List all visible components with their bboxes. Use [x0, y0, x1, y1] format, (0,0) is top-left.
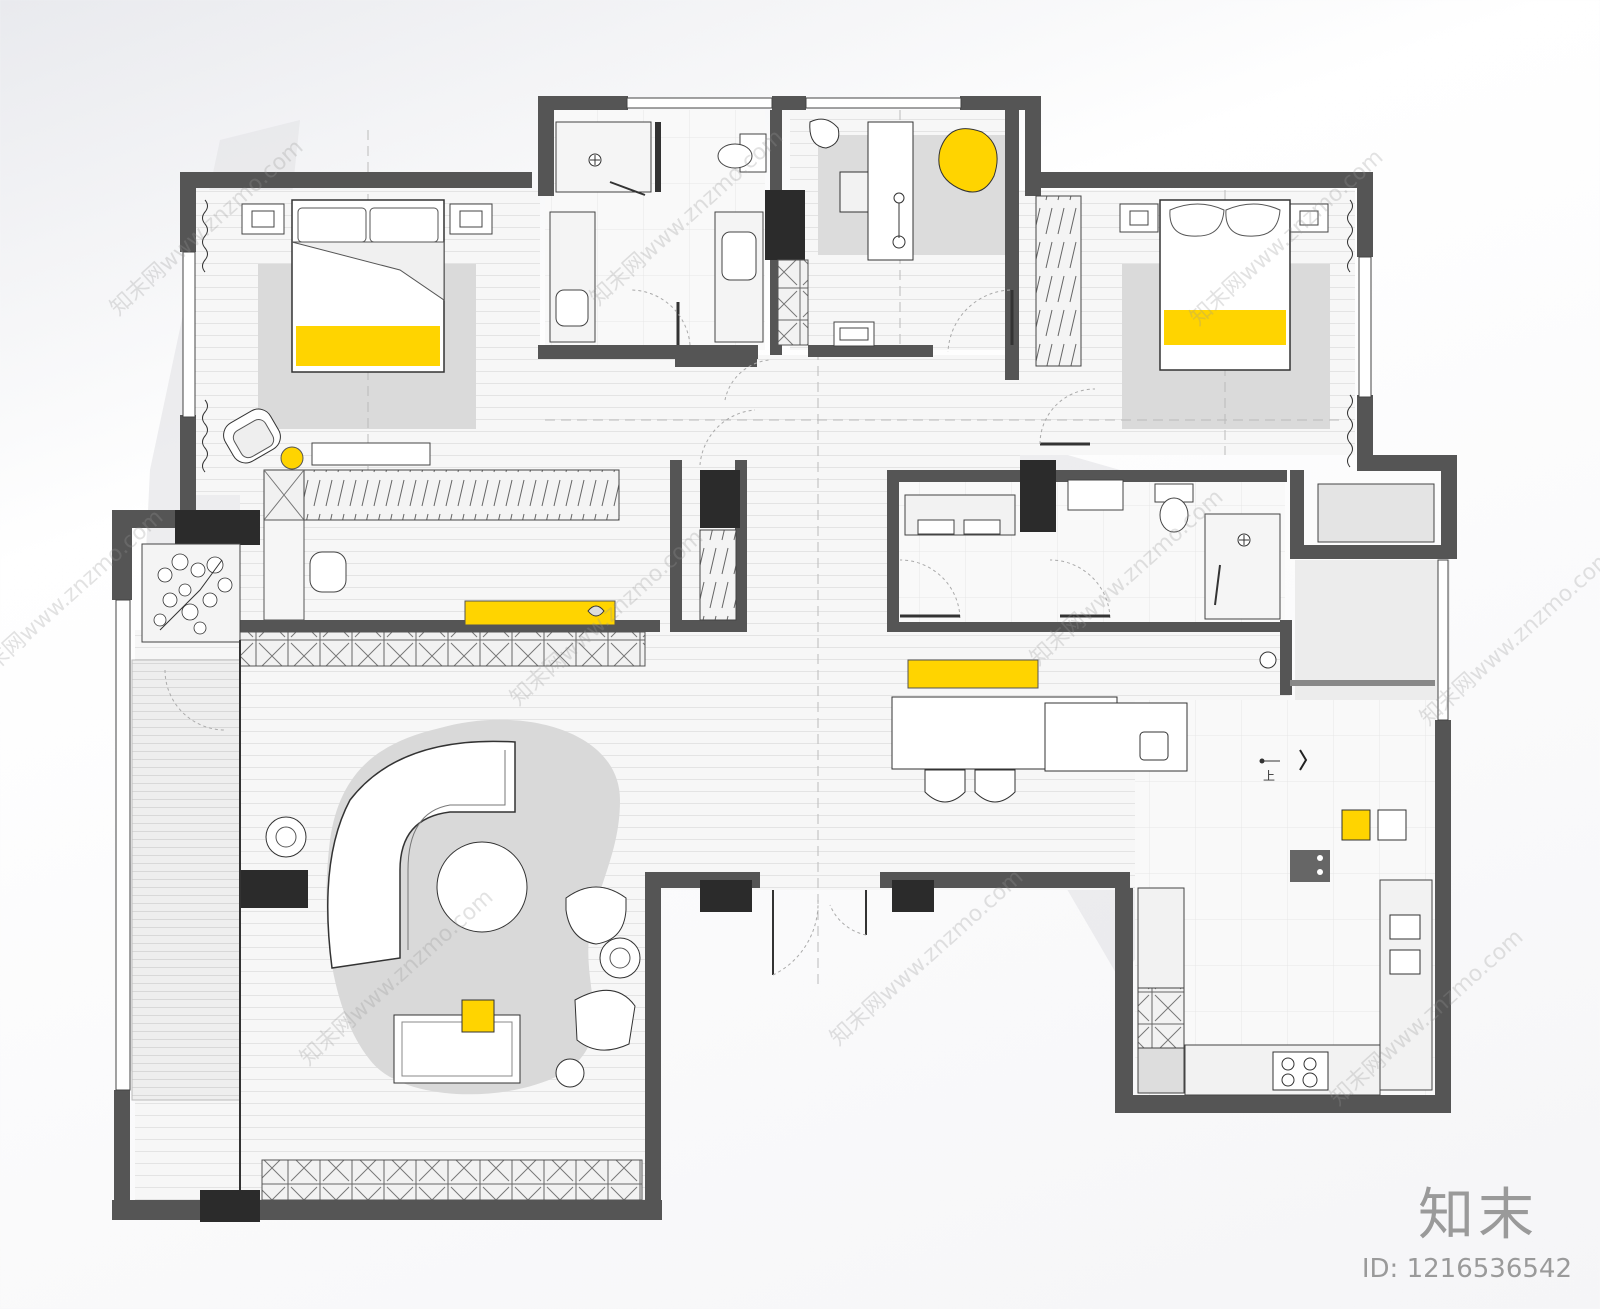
windows: [115, 97, 1449, 1091]
side-table-living-1: [599, 937, 641, 979]
cabinet-row-top: [239, 631, 646, 667]
cabinet-row-bottom: [261, 1159, 643, 1201]
planter: [141, 543, 241, 643]
nightstand-right: [449, 203, 493, 235]
bathroom-1: [549, 121, 809, 346]
columns: [175, 190, 1056, 1222]
brand-logo-text: 知末: [1418, 1183, 1538, 1248]
storage-balcony: [1317, 483, 1435, 543]
armchair-1: [565, 886, 627, 945]
corner-sink-study: [809, 118, 840, 149]
bedroom-2: [1035, 195, 1353, 468]
yellow-cushion: [461, 999, 495, 1033]
balcony-strip: [131, 659, 241, 1101]
curved-sofa: [327, 740, 516, 969]
stair-up-mark: 上: [1263, 769, 1275, 783]
dresser: [311, 442, 431, 466]
bathroom-2: [899, 479, 1435, 669]
closet-bedroom-2: [1035, 195, 1082, 367]
toilet-2: [1154, 483, 1194, 533]
study: [809, 118, 1014, 353]
floor-balcony: [1295, 560, 1450, 720]
vanity-2b: [1067, 479, 1124, 511]
armchair-yellow: [938, 128, 998, 193]
bed-runner-yellow-2: [1164, 310, 1286, 345]
image-id-label: ID: 1216536542: [1361, 1254, 1572, 1284]
shower-1: [555, 121, 652, 193]
fridge-corner: [1137, 1047, 1185, 1094]
nightstand-left: [241, 203, 285, 235]
side-table-living-2: [555, 1058, 585, 1088]
cooktop: [1272, 1051, 1329, 1091]
appliance-tower: [1290, 850, 1330, 882]
bench-yellow-dining: [907, 659, 1039, 689]
shower-2: [1204, 513, 1281, 620]
vanity-niche: [263, 519, 305, 621]
counter-right: [1379, 879, 1433, 1091]
arrow-icon: [1299, 749, 1308, 771]
coffee-table: [436, 841, 528, 933]
tv-console: [393, 999, 521, 1084]
x-cabinet-1: [777, 259, 809, 346]
living-room: [131, 640, 643, 1201]
bed-master: [291, 199, 445, 373]
bed-2: [1159, 199, 1291, 371]
bar-stool-1: [924, 769, 966, 803]
master-bedroom: [202, 199, 493, 473]
curtains-master: [202, 199, 208, 473]
desk-study: [867, 121, 914, 261]
side-table-yellow: [280, 446, 304, 470]
toilet-1: [717, 133, 767, 173]
bed-runner-yellow: [296, 326, 440, 366]
wc-small: [309, 551, 347, 593]
corridor-door-arcs: [699, 359, 771, 466]
cabinet-study: [833, 321, 875, 347]
bar-stool-2: [974, 769, 1016, 803]
floor-lamp: [265, 816, 307, 858]
shoe-cabinet: [699, 529, 737, 621]
entrance-doors: [772, 890, 867, 976]
wardrobe-master: [239, 469, 737, 667]
bath-door-arcs: [899, 559, 1111, 619]
chair-study: [839, 171, 869, 213]
lounge-chair-master: [223, 408, 281, 464]
bin-yellow: [1341, 809, 1371, 841]
kitchen-dining: 上: [891, 659, 1433, 1096]
bin-grey: [1377, 809, 1407, 841]
armchair-2: [574, 989, 636, 1051]
x-cabinet-kitchen: [1137, 987, 1185, 1049]
